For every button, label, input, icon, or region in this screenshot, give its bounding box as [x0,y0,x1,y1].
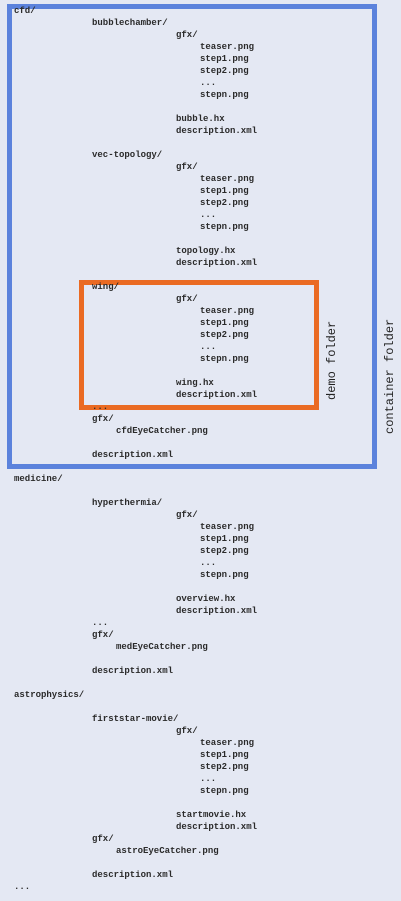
tree-file: overview.hx [176,594,236,604]
tree-file: stepn.png [200,786,249,796]
tree-ellipsis: ... [200,210,217,220]
tree-file: step1.png [200,534,249,544]
tree-folder: gfx/ [176,294,198,304]
tree-file: stepn.png [200,354,249,364]
tree-ellipsis: ... [200,774,217,784]
tree-file: cfdEyeCatcher.png [116,426,208,436]
tree-folder: gfx/ [92,834,114,844]
tree-ellipsis: ... [200,78,217,88]
tree-file: teaser.png [200,522,255,532]
demo-folder-box [79,280,319,410]
tree-file: description.xml [92,450,174,460]
tree-folder: gfx/ [176,162,198,172]
tree-file: description.xml [92,870,174,880]
tree-file: description.xml [92,666,174,676]
tree-folder: gfx/ [176,510,198,520]
tree-folder: cfd/ [14,6,36,16]
tree-file: description.xml [176,258,258,268]
tree-folder: gfx/ [92,630,114,640]
tree-file: bubble.hx [176,114,225,124]
tree-file: step1.png [200,750,249,760]
tree-file: astroEyeCatcher.png [116,846,219,856]
tree-folder: gfx/ [176,726,198,736]
tree-ellipsis: ... [14,882,31,892]
tree-file: step1.png [200,54,249,64]
tree-file: teaser.png [200,42,255,52]
tree-folder: medicine/ [14,474,63,484]
tree-file: topology.hx [176,246,236,256]
tree-file: step1.png [200,318,249,328]
tree-folder: wing/ [92,282,120,292]
tree-folder: vec-topology/ [92,150,163,160]
tree-ellipsis: ... [92,402,109,412]
tree-file: step2.png [200,762,249,772]
tree-file: wing.hx [176,378,214,388]
tree-file: description.xml [176,822,258,832]
tree-file: teaser.png [200,306,255,316]
tree-file: teaser.png [200,174,255,184]
tree-file: description.xml [176,390,258,400]
tree-file: step1.png [200,186,249,196]
tree-folder: gfx/ [92,414,114,424]
tree-file: description.xml [176,126,258,136]
tree-file: teaser.png [200,738,255,748]
container-folder-label: container folder [383,318,397,434]
tree-file: stepn.png [200,90,249,100]
tree-file: step2.png [200,198,249,208]
tree-file: stepn.png [200,570,249,580]
tree-folder: gfx/ [176,30,198,40]
tree-file: medEyeCatcher.png [116,642,208,652]
demo-folder-label: demo folder [325,320,339,400]
tree-ellipsis: ... [92,618,109,628]
tree-ellipsis: ... [200,342,217,352]
tree-ellipsis: ... [200,558,217,568]
tree-file: startmovie.hx [176,810,247,820]
tree-folder: firststar-movie/ [92,714,179,724]
tree-file: stepn.png [200,222,249,232]
tree-folder: bubblechamber/ [92,18,168,28]
container-folder-box [7,4,377,469]
tree-file: step2.png [200,66,249,76]
tree-file: description.xml [176,606,258,616]
tree-file: step2.png [200,546,249,556]
tree-folder: astrophysics/ [14,690,85,700]
tree-file: step2.png [200,330,249,340]
tree-folder: hyperthermia/ [92,498,163,508]
